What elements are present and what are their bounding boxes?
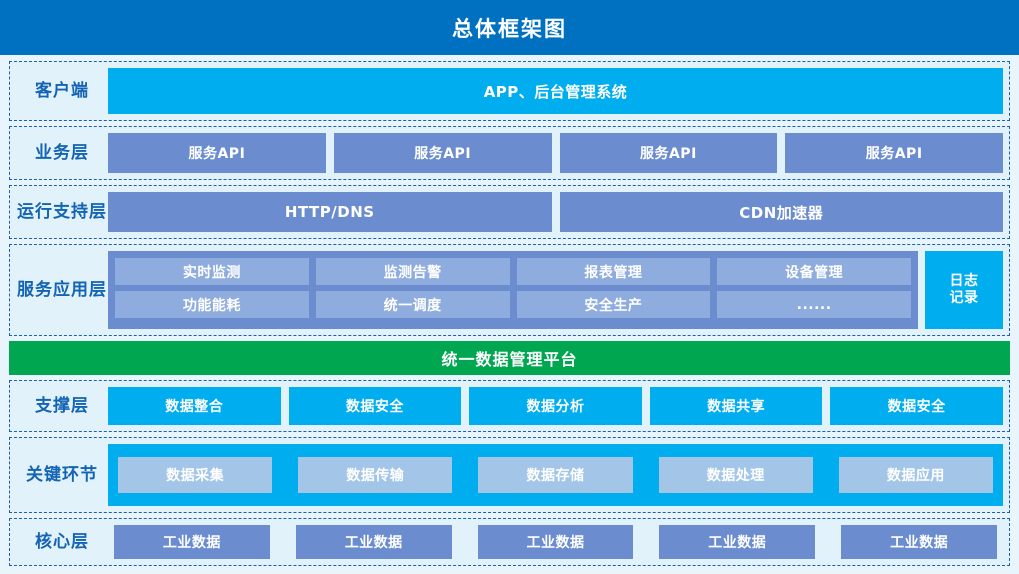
layer-body-runtime-support: HTTP/DNS CDN加速器	[108, 192, 1003, 232]
service-module-row-2: 功能能耗 统一调度 安全生产 ......	[115, 291, 911, 318]
layer-label-runtime-support-line1: 运行支	[17, 201, 71, 222]
architecture-diagram: 客户端 APP、后台管理系统 业务层 服务API 服务API 服务API 服务A…	[0, 55, 1019, 574]
block-service-api-3[interactable]: 服务API	[559, 133, 778, 173]
page-title: 总体框架图	[452, 16, 567, 41]
block-industrial-data-4[interactable]: 工业数据	[659, 525, 816, 559]
block-data-processing[interactable]: 数据处理	[658, 457, 813, 493]
block-data-sharing[interactable]: 数据共享	[649, 387, 823, 425]
block-log-record[interactable]: 日志 记录	[925, 251, 1003, 329]
layer-label-key-links-line2: 环节	[62, 464, 98, 485]
key-links-container: 数据采集 数据传输 数据存储 数据处理 数据应用	[108, 444, 1003, 506]
block-report-management[interactable]: 报表管理	[516, 258, 711, 285]
layer-label-runtime-support: 运行支 持层	[16, 192, 108, 232]
block-cdn-accelerator[interactable]: CDN加速器	[559, 192, 1003, 232]
block-realtime-monitoring[interactable]: 实时监测	[115, 258, 309, 285]
block-energy-consumption[interactable]: 功能能耗	[115, 291, 309, 318]
block-monitoring-alarm[interactable]: 监测告警	[315, 258, 510, 285]
block-data-analysis[interactable]: 数据分析	[469, 387, 642, 425]
block-data-transmission[interactable]: 数据传输	[298, 457, 453, 493]
block-safe-production[interactable]: 安全生产	[516, 291, 711, 318]
layer-label-key-links-line1: 关键	[26, 464, 62, 485]
diagram-title-bar: 总体框架图	[0, 0, 1019, 55]
service-module-container: 实时监测 监测告警 报表管理 设备管理 功能能耗 统一调度 安全生产 .....…	[108, 251, 918, 329]
block-data-security-1[interactable]: 数据安全	[288, 387, 462, 425]
service-module-row-1: 实时监测 监测告警 报表管理 设备管理	[115, 258, 911, 285]
block-industrial-data-1[interactable]: 工业数据	[114, 525, 270, 559]
layer-label-service-application: 服务 应用层	[16, 251, 108, 329]
layer-body-business: 服务API 服务API 服务API 服务API	[108, 133, 1003, 173]
layer-label-business: 业务层	[35, 142, 89, 163]
block-app-backend[interactable]: APP、后台管理系统	[108, 68, 1003, 114]
layer-support: 支撑层 数据整合 数据安全 数据分析 数据共享 数据安全	[9, 380, 1010, 432]
layer-body-client: APP、后台管理系统	[108, 68, 1003, 114]
layer-service-application: 服务 应用层 实时监测 监测告警 报表管理 设备管理 功能能耗 统一调度 安全生…	[9, 244, 1010, 336]
layer-runtime-support: 运行支 持层 HTTP/DNS CDN加速器	[9, 185, 1010, 239]
layer-key-links: 关键 环节 数据采集 数据传输 数据存储 数据处理 数据应用	[9, 437, 1010, 513]
block-unified-scheduling[interactable]: 统一调度	[315, 291, 510, 318]
layer-label-service-application-line1: 服务	[17, 279, 53, 300]
block-unified-data-management-platform[interactable]: 统一数据管理平台	[9, 341, 1010, 375]
block-log-record-line1: 日志	[949, 273, 979, 290]
block-industrial-data-3[interactable]: 工业数据	[477, 525, 634, 559]
layer-body-service-application: 实时监测 监测告警 报表管理 设备管理 功能能耗 统一调度 安全生产 .....…	[108, 251, 1003, 329]
layer-core: 核心层 工业数据 工业数据 工业数据 工业数据 工业数据	[9, 518, 1010, 566]
layer-unified-platform: 统一数据管理平台	[9, 341, 1010, 375]
block-data-security-2[interactable]: 数据安全	[830, 387, 1003, 425]
layer-body-key-links: 数据采集 数据传输 数据存储 数据处理 数据应用	[108, 444, 1003, 506]
block-data-integration[interactable]: 数据整合	[108, 387, 281, 425]
block-log-record-line2: 记录	[949, 290, 979, 306]
block-more-ellipsis[interactable]: ......	[717, 291, 911, 318]
block-http-dns[interactable]: HTTP/DNS	[108, 192, 552, 232]
block-industrial-data-5[interactable]: 工业数据	[841, 525, 997, 559]
layer-label-support: 支撑层	[35, 395, 89, 416]
block-data-application[interactable]: 数据应用	[838, 457, 994, 493]
layer-label-service-application-line2: 应用层	[53, 279, 107, 300]
block-data-collection[interactable]: 数据采集	[118, 457, 273, 493]
layer-label-core: 核心层	[35, 531, 89, 552]
block-service-api-4[interactable]: 服务API	[785, 133, 1003, 173]
layer-label-runtime-support-line2: 持层	[71, 201, 107, 222]
block-service-api-1[interactable]: 服务API	[108, 133, 326, 173]
layer-label-key-links: 关键 环节	[16, 444, 108, 506]
layer-body-support: 数据整合 数据安全 数据分析 数据共享 数据安全	[108, 387, 1003, 425]
layer-business: 业务层 服务API 服务API 服务API 服务API	[9, 126, 1010, 180]
layer-body-core: 工业数据 工业数据 工业数据 工业数据 工业数据	[108, 525, 1003, 559]
block-service-api-2[interactable]: 服务API	[333, 133, 552, 173]
layer-client: 客户端 APP、后台管理系统	[9, 61, 1010, 121]
block-industrial-data-2[interactable]: 工业数据	[295, 525, 452, 559]
block-data-storage[interactable]: 数据存储	[478, 457, 633, 493]
block-device-management[interactable]: 设备管理	[717, 258, 911, 285]
layer-label-client: 客户端	[35, 80, 89, 101]
